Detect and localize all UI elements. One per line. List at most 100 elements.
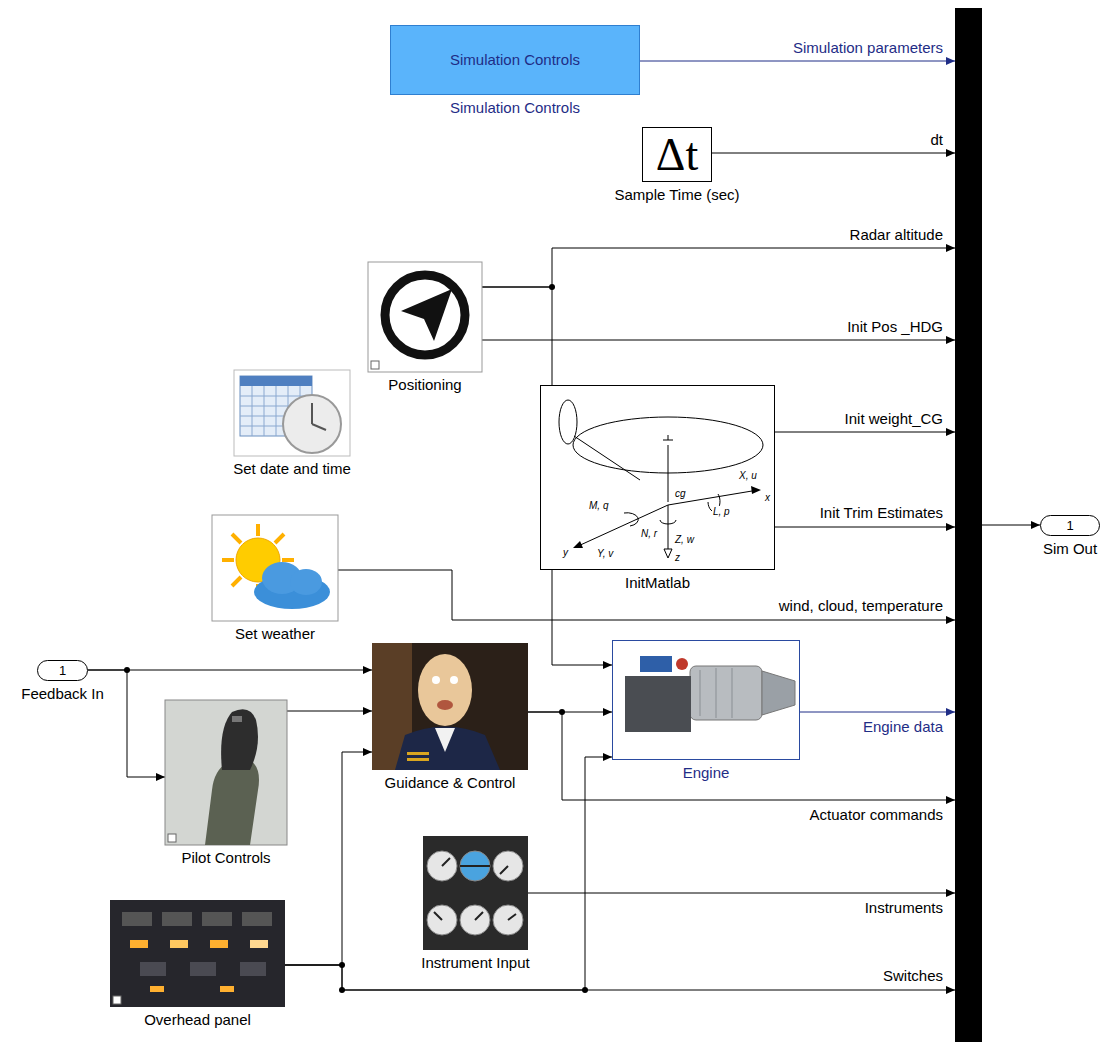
axis-label: M, q xyxy=(588,500,609,511)
exhaust-cone xyxy=(762,671,795,715)
block-outline: Simulation Controls xyxy=(390,25,640,95)
subsystem-block: Positioning xyxy=(368,262,482,394)
subsystem-block: Guidance & Control xyxy=(372,643,528,792)
pilot-eye xyxy=(432,676,440,684)
axis-label: Z, w xyxy=(674,534,695,545)
panel-switch xyxy=(162,912,192,926)
block-name: Guidance & Control xyxy=(385,774,516,792)
block-name: Feedback In xyxy=(21,685,104,703)
axis-label-holder: L, p xyxy=(712,506,731,517)
body-axes xyxy=(576,490,758,554)
signal-name: Instruments xyxy=(863,899,945,917)
inport-block: 1Feedback In xyxy=(37,660,88,703)
axis-head xyxy=(573,541,583,548)
subsystem-block: Engine xyxy=(612,640,800,782)
signal-label-holder: Radar altitude xyxy=(848,226,945,244)
signal-line xyxy=(287,711,372,712)
block-name: Engine xyxy=(683,764,730,782)
signal-name: Actuator commands xyxy=(808,806,945,824)
overhead-panel-photo xyxy=(110,900,285,1007)
signal-label-holder: dt xyxy=(928,131,945,149)
panel-light xyxy=(150,986,164,992)
subsystem-block: Pilot Controls xyxy=(165,700,287,867)
axis-label: L, p xyxy=(712,506,731,517)
panel-light xyxy=(220,986,234,992)
axis-label-holder: y xyxy=(562,547,569,558)
clock-face xyxy=(283,395,341,453)
junction-dot xyxy=(582,987,588,993)
axis-head xyxy=(664,549,672,558)
signal-label-holder: Switches xyxy=(881,967,945,985)
block-name: Pilot Controls xyxy=(181,849,270,867)
signal-line xyxy=(285,752,372,965)
figure-ground xyxy=(540,385,775,570)
block-text: 1 xyxy=(1066,519,1073,532)
junction-dot xyxy=(339,962,345,968)
pilot-shirt xyxy=(435,728,455,752)
block-name: Sim Out xyxy=(1043,540,1097,558)
pilot-eye xyxy=(450,676,458,684)
compass-arrow xyxy=(401,289,452,341)
weather-icon xyxy=(212,515,338,621)
block-name: Sample Time (sec) xyxy=(614,186,739,204)
icon-frame xyxy=(165,700,287,845)
signal-line xyxy=(285,757,612,990)
panel-light xyxy=(130,940,148,948)
panel-switch xyxy=(140,962,166,976)
axis-label: y xyxy=(562,547,569,558)
icon-frame xyxy=(234,370,350,456)
panel-switch xyxy=(122,912,152,926)
signal-label-holder: wind, cloud, temperature xyxy=(777,597,945,615)
block-outline: 1 xyxy=(1040,515,1100,536)
pilot-head xyxy=(418,654,472,726)
signal-line xyxy=(285,965,955,990)
subsystem-block: Set date and time xyxy=(234,370,350,478)
signal-line xyxy=(338,570,955,620)
signal-line xyxy=(482,340,955,341)
axis-label-holder: x xyxy=(764,492,771,503)
rotation-arc xyxy=(624,513,638,526)
axis-label: Y, v xyxy=(596,548,614,559)
subsystem-mark xyxy=(371,361,379,369)
calendar-icon xyxy=(234,370,350,456)
signal-name: Init Pos _HDG xyxy=(845,318,945,336)
signal-label-holder: Actuator commands xyxy=(808,806,945,824)
signal-name: Switches xyxy=(881,967,945,985)
panel-switch xyxy=(240,962,266,976)
engine-casing xyxy=(690,666,762,720)
panel-light xyxy=(250,940,268,948)
engine-part xyxy=(640,656,672,672)
signal-line xyxy=(712,153,955,154)
block-outline xyxy=(612,640,800,760)
block-name: Positioning xyxy=(388,376,461,394)
subsystem-block: Set weather xyxy=(212,515,338,643)
compass-ring xyxy=(385,275,465,355)
block-name: Simulation Controls xyxy=(450,99,580,117)
panel-light xyxy=(170,940,188,948)
signal-label-holder: Init weight_CG xyxy=(843,410,945,428)
axis-label: X, u xyxy=(738,470,758,481)
subsystem-mark xyxy=(113,996,121,1004)
axis-head xyxy=(751,486,761,494)
sleeve-stripe xyxy=(407,758,429,761)
sample-time-block: ΔtSample Time (sec) xyxy=(642,127,712,204)
positioning-icon xyxy=(368,262,482,372)
junction-dot xyxy=(339,987,345,993)
signal-line xyxy=(640,61,955,62)
pilot-mouth xyxy=(437,700,453,710)
signal-label-holder: Engine data xyxy=(861,718,945,736)
panel-switch xyxy=(190,962,216,976)
icon-frame xyxy=(612,640,800,760)
block-outline xyxy=(110,900,285,1007)
sleeve-stripe xyxy=(407,752,429,755)
signal-name: wind, cloud, temperature xyxy=(777,597,945,615)
tail-rotor xyxy=(559,400,577,444)
block-outline xyxy=(372,643,528,770)
pilot-controls-photo xyxy=(165,700,287,845)
axis-label: N, r xyxy=(640,528,658,539)
block-name: InitMatlab xyxy=(625,574,690,592)
signal-name: dt xyxy=(928,131,945,149)
signal-label-holder: Init Pos _HDG xyxy=(845,318,945,336)
